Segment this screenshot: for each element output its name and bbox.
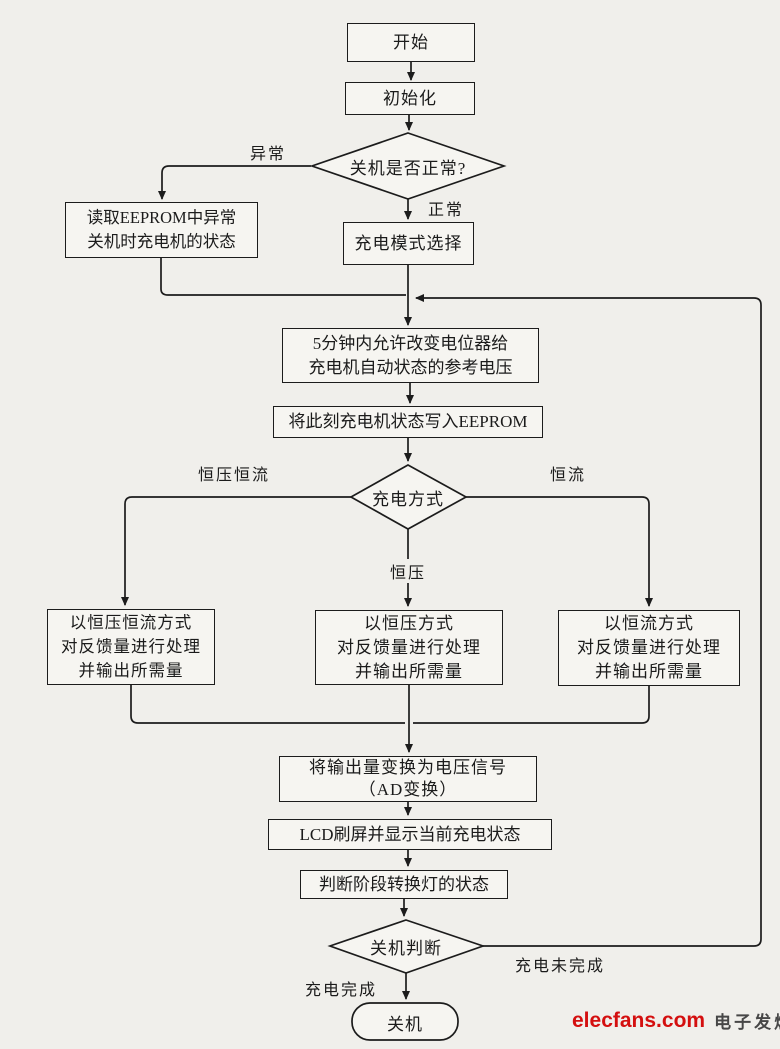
node-start: 开始 xyxy=(347,23,475,62)
connector-decision2-cvcc xyxy=(121,496,351,606)
node-text-line: 以恒流方式 xyxy=(604,614,694,633)
node-text-line: 读取EEPROM中异常 xyxy=(86,208,237,227)
node-text-line: 对反馈量进行处理 xyxy=(337,637,481,657)
connector-read-eeprom-merge xyxy=(160,258,406,296)
node-text-line: 对反馈量进行处理 xyxy=(61,637,201,656)
decision-shutdown-normal-label: 关机是否正常? xyxy=(349,158,467,178)
watermark-site-name: 电子发烧友 xyxy=(714,1013,780,1032)
watermark-brand: elecfans.com xyxy=(572,1008,706,1032)
edge-label-normal: 正常 xyxy=(428,202,465,219)
node-ad-convert: 将输出量变换为电压信号 （AD变换） xyxy=(279,756,537,802)
node-init: 初始化 xyxy=(345,82,475,115)
node-text-line: 充电模式选择 xyxy=(354,233,463,253)
node-cv-process: 以恒压方式 对反馈量进行处理 并输出所需量 xyxy=(315,610,503,685)
node-text-line: 判断阶段转换灯的状态 xyxy=(319,874,489,894)
node-text-line: 关机时充电机的状态 xyxy=(87,232,236,251)
node-text-line: 初始化 xyxy=(383,88,437,108)
node-cvcc-process: 以恒压恒流方式 对反馈量进行处理 并输出所需量 xyxy=(47,609,215,685)
node-write-eeprom: 将此刻充电机状态写入EEPROM xyxy=(273,406,543,438)
node-cc-process: 以恒流方式 对反馈量进行处理 并输出所需量 xyxy=(558,610,740,686)
node-charge-mode: 充电模式选择 xyxy=(343,222,474,265)
node-text-line: 将此刻充电机状态写入EEPROM xyxy=(288,412,528,431)
connector-loop-incomplete xyxy=(415,294,762,947)
terminal-shutdown-shape xyxy=(351,1002,459,1041)
node-read-eeprom: 读取EEPROM中异常 关机时充电机的状态 xyxy=(65,202,258,258)
node-text-line: （AD变换） xyxy=(358,780,458,799)
node-text-line: 5分钟内允许改变电位器给 xyxy=(312,333,509,353)
node-text-line: 对反馈量进行处理 xyxy=(577,638,721,657)
connector-cvcc-merge xyxy=(130,685,405,724)
node-lcd-display: LCD刷屏并显示当前充电状态 xyxy=(268,819,552,850)
connector-decision1-read-eeprom xyxy=(158,165,311,200)
node-text-line: 将输出量变换为电压信号 xyxy=(309,758,507,777)
terminal-shutdown-label: 关机 xyxy=(387,1014,423,1034)
edge-label-charge-incomplete: 充电未完成 xyxy=(515,958,606,975)
node-text-line: 充电机自动状态的参考电压 xyxy=(308,357,513,377)
node-text-line: 并输出所需量 xyxy=(595,662,703,681)
node-allow-change: 5分钟内允许改变电位器给 充电机自动状态的参考电压 xyxy=(282,328,539,383)
watermark: elecfans.com 电子发烧友 xyxy=(572,1008,780,1033)
decision-charge-method-shape xyxy=(349,464,468,530)
node-judge-light: 判断阶段转换灯的状态 xyxy=(300,870,508,899)
node-text-line: 以恒压恒流方式 xyxy=(69,613,193,632)
edge-label-cv-cc: 恒压恒流 xyxy=(198,467,271,484)
edge-label-cv: 恒压 xyxy=(388,559,429,583)
edge-label-cc: 恒流 xyxy=(550,467,587,484)
edge-label-charge-complete: 充电完成 xyxy=(305,982,378,999)
decision-charge-method-label: 充电方式 xyxy=(372,489,444,509)
connector-cc-merge xyxy=(413,686,650,724)
node-text-line: LCD刷屏并显示当前充电状态 xyxy=(299,824,521,844)
node-text-line: 并输出所需量 xyxy=(355,661,463,681)
decision-shutdown-judge-shape xyxy=(327,919,486,974)
connector-decision2-cc xyxy=(466,496,653,607)
decision-shutdown-judge-label: 关机判断 xyxy=(370,938,442,958)
decision-shutdown-normal-shape xyxy=(309,132,507,200)
node-text-line: 并输出所需量 xyxy=(78,661,184,680)
edge-label-abnormal: 异常 xyxy=(250,146,287,163)
node-text-line: 以恒压方式 xyxy=(364,613,454,633)
node-text-line: 开始 xyxy=(393,32,429,52)
